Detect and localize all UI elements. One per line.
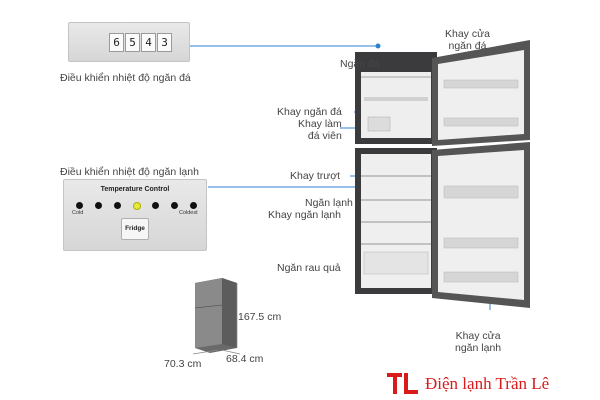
- label-vegetable-drawer: Ngăn rau quả: [277, 262, 341, 274]
- temperature-dot: [190, 202, 197, 209]
- fridge-control-label: Điều khiển nhiệt độ ngăn lạnh: [60, 166, 199, 178]
- label-freezer-door-tray: Khay cửa ngăn đá: [445, 28, 490, 52]
- temperature-dot: [152, 202, 159, 209]
- temperature-dot: [95, 202, 102, 209]
- label-fridge-door-tray: Khay cửa ngăn lạnh: [455, 330, 502, 354]
- label-freezer-tray: Khay ngăn đá: [277, 106, 342, 118]
- freezer-digit: 6: [109, 33, 124, 52]
- label-fridge-compartment: Ngăn lạnh: [305, 197, 353, 209]
- label-freezer-compartment: Ngăn đá: [340, 58, 380, 70]
- dimension-depth: 68.4 cm: [226, 353, 264, 365]
- temperature-dot: [76, 202, 83, 209]
- fridge-control-panel: Temperature Control Cold Coldest Fridge: [63, 179, 207, 251]
- temperature-dot-active: [133, 202, 141, 210]
- coldest-label: Coldest: [179, 210, 198, 216]
- freezer-digit: 5: [125, 33, 140, 52]
- freezer-digit: 4: [141, 33, 156, 52]
- freezer-control-panel: 6 5 4 3: [68, 22, 190, 62]
- temperature-dot: [114, 202, 121, 209]
- dimension-width: 70.3 cm: [164, 358, 202, 370]
- dimension-height: 167.5 cm: [238, 311, 282, 323]
- brand-logo: [387, 373, 418, 394]
- temperature-control-title: Temperature Control: [100, 186, 170, 193]
- freezer-digit: 3: [157, 33, 172, 52]
- label-ice-tray: Khay làm đá viên: [298, 118, 342, 142]
- label-sliding-tray: Khay trượt: [290, 170, 341, 182]
- fridge-button[interactable]: Fridge: [121, 218, 149, 240]
- temperature-dot: [171, 202, 178, 209]
- label-fridge-tray: Khay ngăn lạnh: [268, 209, 341, 221]
- freezer-control-label: Điều khiển nhiệt độ ngăn đá: [60, 72, 191, 84]
- cold-label: Cold: [72, 210, 84, 216]
- brand-name: Điện lạnh Trần Lê: [425, 374, 550, 393]
